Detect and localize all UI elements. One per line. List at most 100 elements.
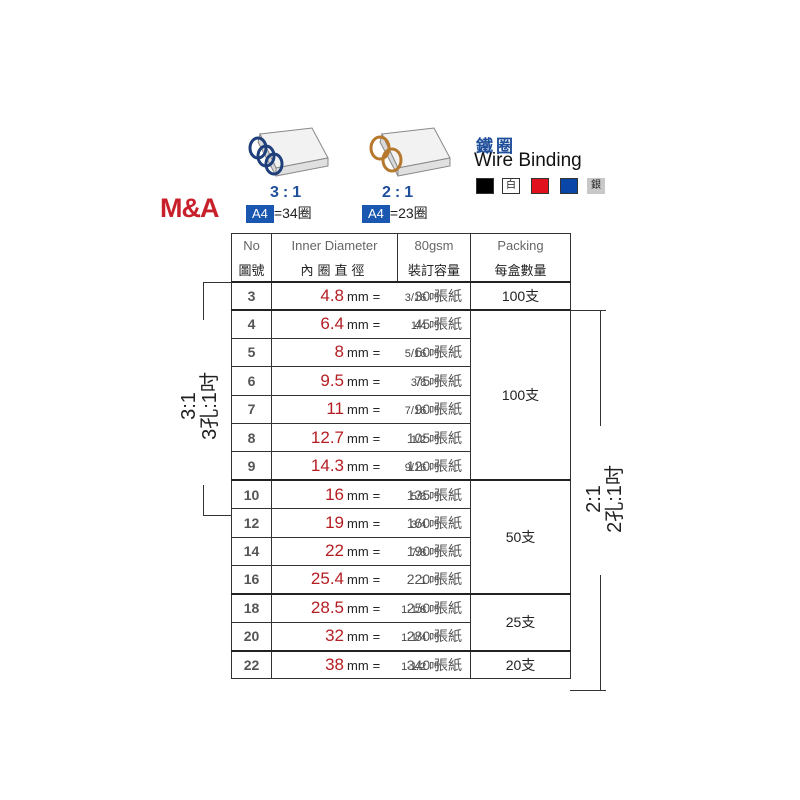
cell-no: 7 [231,394,272,424]
cell-no: 12 [231,508,272,538]
header-inner-diameter-cn: 內圈直徑 [271,257,398,282]
mm-unit: mm [347,544,369,560]
header-row-english: No Inner Diameter 80gsm Packing [231,233,571,258]
right-bracket-upper [600,310,601,426]
mm-unit: mm [347,658,369,674]
cell-capacity: 250 張紙 [397,592,471,623]
equals-sign: = [372,458,381,474]
cell-capacity: 280 張紙 [397,621,471,652]
mm-unit: mm [347,572,369,588]
mm-unit: mm [347,458,369,474]
cell-packing: 100支 [470,308,571,481]
wire-3-1-illustration [248,127,329,177]
left-bracket-ratio: 3:1 [178,392,200,420]
diameter-mm: 6.4 [320,314,344,334]
equals-sign: = [372,658,381,674]
mm-unit: mm [347,430,369,446]
left-bracket-desc: 3孔:1吋 [199,372,221,440]
brand-logo: M&A [160,193,219,223]
title-english: Wire Binding [474,150,582,171]
cell-packing: 20支 [470,649,571,680]
header-packing-cn: 每盒數量 [470,257,571,282]
swatch-blue [560,178,578,194]
equals-sign: = [372,629,381,645]
header-capacity: 80gsm [397,233,471,258]
diameter-mm: 19 [325,512,344,532]
diameter-mm: 14.3 [310,455,344,475]
diameter-mm: 25.4 [310,569,344,589]
cell-capacity: 135 張紙 [397,479,471,510]
a4-badge: A4 [246,205,274,223]
header-inner-diameter: Inner Diameter [271,233,398,258]
equals-sign: = [372,572,381,588]
equals-sign: = [372,288,381,304]
cell-no: 8 [231,422,272,453]
right-bracket-desc: 2孔:1吋 [604,465,626,533]
diameter-mm: 12.7 [310,427,344,447]
wire-2-1-illustration [369,127,451,177]
mm-unit: mm [347,487,369,503]
mm-unit: mm [347,515,369,531]
cell-no: 10 [231,479,272,510]
cell-capacity: 75 張紙 [397,366,471,396]
ratio-3-1: 3:1 [270,184,306,201]
cell-capacity: 30 張紙 [397,280,471,311]
mm-unit: mm [347,317,369,333]
swatch-black [476,178,494,194]
cell-capacity: 340 張紙 [397,649,471,680]
cell-no: 6 [231,366,272,396]
header-capacity-cn: 裝訂容量 [397,257,471,282]
cell-no: 9 [231,451,272,481]
diameter-mm: 22 [325,541,344,561]
equals-sign: = [372,373,381,389]
cell-no: 16 [231,564,272,595]
cell-packing: 100支 [470,280,571,311]
cell-capacity: 45 張紙 [397,308,471,339]
diameter-mm: 8 [334,342,344,362]
equals-sign: = [372,345,381,361]
cell-capacity: 190 張紙 [397,536,471,566]
cell-capacity: 220 張紙 [397,564,471,595]
mm-unit: mm [347,288,369,304]
left-bracket-top [203,282,232,283]
equals-sign: = [372,430,381,446]
header-packing: Packing [470,233,571,258]
cell-no: 5 [231,337,272,368]
equals-sign: = [372,601,381,617]
left-bracket-label: 3:1 3孔:1吋 [178,356,221,456]
swatch-white: 白 [502,178,520,194]
equals-sign: = [372,317,381,333]
equals-sign: = [372,515,381,531]
diameter-mm: 28.5 [310,598,344,618]
left-bracket-bottom [203,515,232,516]
diameter-mm: 38 [325,655,344,675]
cell-packing: 25支 [470,592,571,652]
cell-no: 20 [231,621,272,652]
ratio-2-1: 2:1 [382,184,418,201]
mm-unit: mm [347,601,369,617]
cell-no: 18 [231,592,272,623]
right-bracket-lower [600,575,601,691]
mm-unit: mm [347,402,369,418]
cell-no: 4 [231,308,272,339]
